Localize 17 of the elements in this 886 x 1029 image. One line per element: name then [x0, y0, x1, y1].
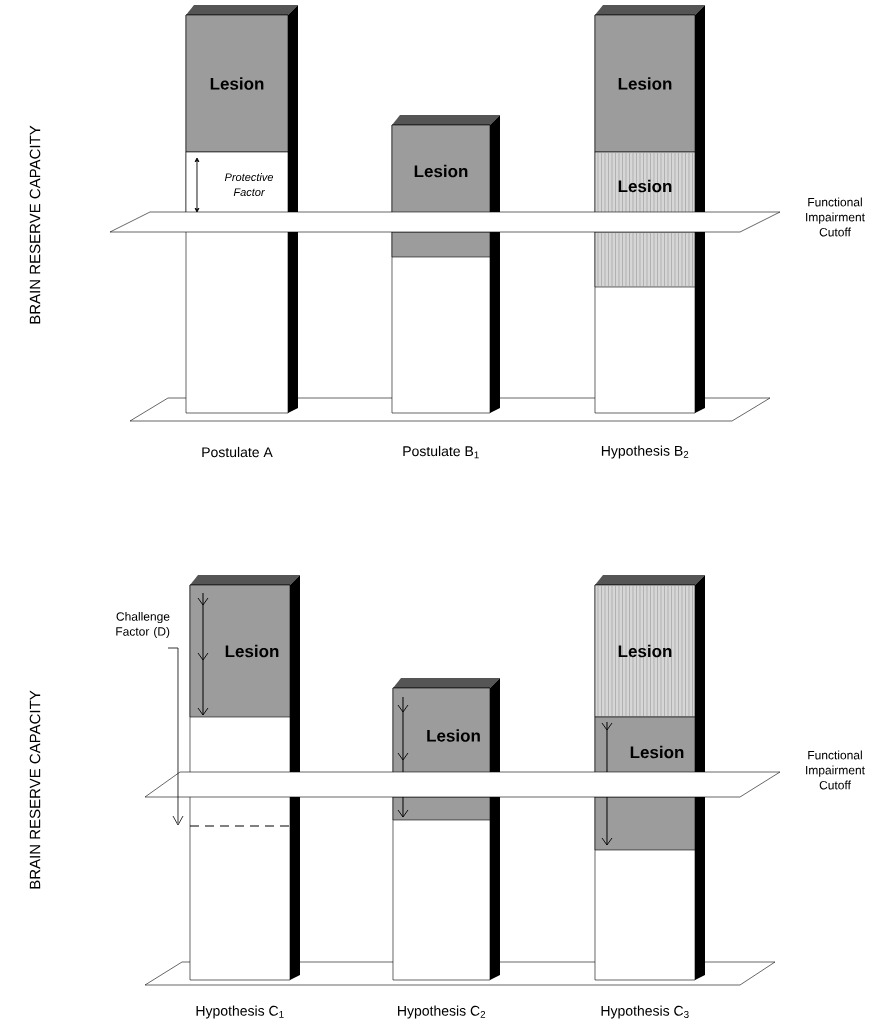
- lesion-segment: Lesion: [594, 14, 696, 153]
- node-label: Hypothesis B$_{2}$: [601, 445, 689, 459]
- lesion-segment: Lesion: [594, 584, 696, 718]
- lesion-segment: Lesion: [391, 124, 491, 218]
- cutoff-label: Functional Impairment Cutoff: [806, 197, 865, 237]
- node-label: Postulate A: [202, 446, 273, 458]
- bar-segment: Protective Factor: [185, 151, 289, 218]
- node-label: Postulate B$_{1}$: [403, 445, 479, 459]
- factor-label: Challenge Factor (D): [116, 611, 170, 639]
- node-label: Hypothesis C$_{1}$: [196, 1005, 284, 1019]
- axis-label: BRAIN RESERVE CAPACITY: [29, 125, 41, 324]
- axis-label: BRAIN RESERVE CAPACITY: [29, 690, 41, 889]
- lesion-segment: Lesion: [189, 584, 291, 718]
- node-label: Hypothesis C$_{3}$: [601, 1005, 689, 1019]
- node-label: Hypothesis C$_{2}$: [398, 1005, 486, 1019]
- lesion-segment: Lesion: [185, 14, 289, 153]
- cutoff-label: Functional Impairment Cutoff: [806, 750, 865, 790]
